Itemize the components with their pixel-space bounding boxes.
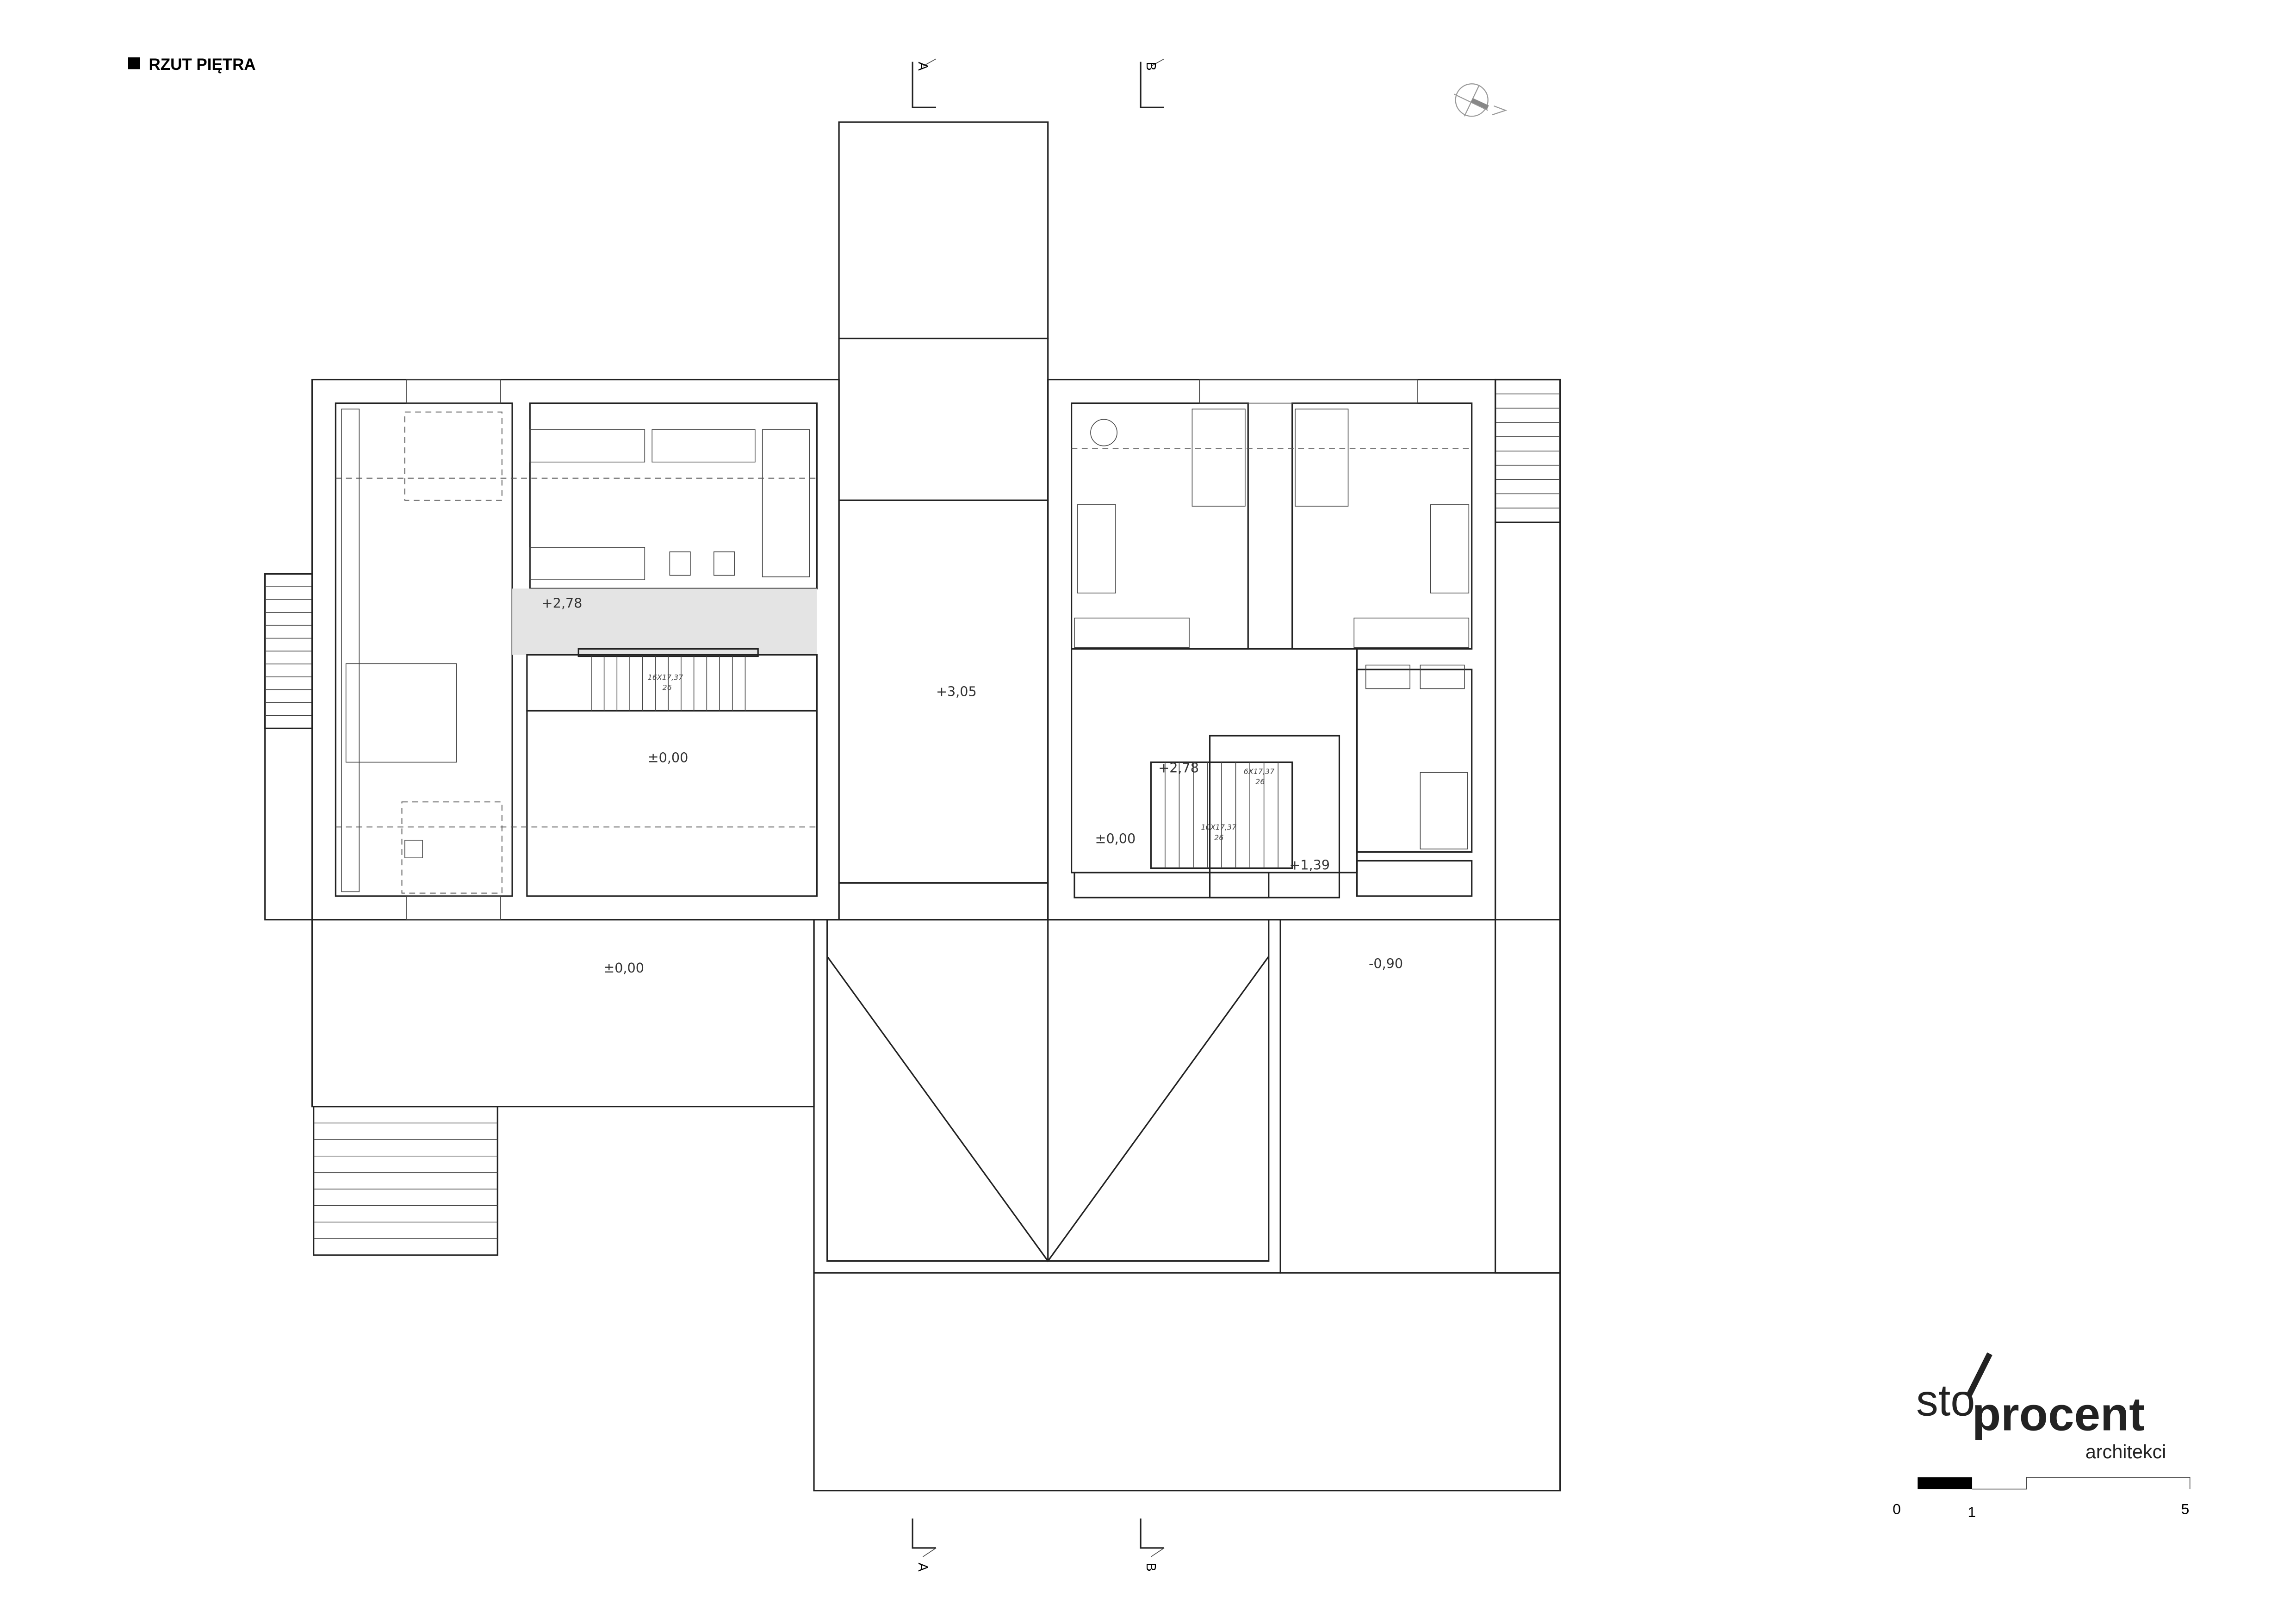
svg-text:A: A xyxy=(915,62,930,71)
svg-text:±0,00: ±0,00 xyxy=(603,960,644,976)
svg-text:procent: procent xyxy=(1972,1388,2145,1440)
svg-text:A: A xyxy=(915,1563,930,1572)
right-terrace-lower xyxy=(1279,919,1561,1274)
svg-text:1: 1 xyxy=(1967,1504,1976,1520)
left-terrace xyxy=(311,919,815,1108)
svg-text:architekci: architekci xyxy=(2085,1441,2166,1462)
roof-lower xyxy=(813,919,1281,1274)
bedroom-1 xyxy=(1071,402,1249,650)
svg-text:+1,39: +1,39 xyxy=(1289,857,1330,873)
exterior-stairs-left-bottom xyxy=(313,1106,498,1256)
svg-text:±0,00: ±0,00 xyxy=(648,750,689,765)
svg-text:+2,78: +2,78 xyxy=(1158,760,1199,776)
svg-text:26: 26 xyxy=(1214,833,1223,842)
svg-text:26: 26 xyxy=(1255,777,1265,786)
right-terrace xyxy=(1494,378,1561,1274)
svg-text:6X17,37: 6X17,37 xyxy=(1244,767,1275,776)
svg-text:-0,90: -0,90 xyxy=(1369,956,1403,972)
exterior-stairs-right xyxy=(1494,378,1561,523)
svg-text:sto: sto xyxy=(1916,1376,1975,1425)
bedroom-master xyxy=(335,402,513,897)
bottom-terrace xyxy=(813,1272,1561,1492)
logo: sto procent architekci xyxy=(1916,1352,2166,1462)
svg-text:10X17,37: 10X17,37 xyxy=(1201,823,1236,832)
svg-text:B: B xyxy=(1143,1563,1158,1572)
bedroom-2 xyxy=(1291,402,1473,650)
void-left xyxy=(526,710,818,897)
svg-text:+3,05: +3,05 xyxy=(936,683,977,699)
page-title: RZUT PIĘTRA xyxy=(149,56,255,74)
svg-text:5: 5 xyxy=(2181,1501,2190,1518)
bathroom-right xyxy=(1356,669,1473,853)
exterior-stairs-left xyxy=(264,573,313,729)
section-marker-b-top: B xyxy=(1140,58,1165,108)
wardrobe-bath xyxy=(529,402,818,589)
section-marker-a-top: A xyxy=(912,58,937,108)
svg-text:B: B xyxy=(1143,62,1158,71)
title-marker-icon xyxy=(128,57,140,69)
section-marker-b-bottom: B xyxy=(1140,1518,1165,1572)
svg-text:16X17,37: 16X17,37 xyxy=(648,673,683,681)
right-building xyxy=(1047,378,1496,921)
section-marker-a-bottom: A xyxy=(912,1518,937,1572)
north-arrow-icon xyxy=(1454,83,1508,117)
central-strip-top xyxy=(838,121,1049,340)
level-markers: +2,78 ±0,00 +3,05 ±0,00 -0,90 +2,78 ±0,0… xyxy=(542,595,1403,976)
svg-text:26: 26 xyxy=(662,683,671,692)
roof-upper xyxy=(838,337,1049,501)
svg-text:±0,00: ±0,00 xyxy=(1095,830,1136,846)
left-building xyxy=(311,378,840,921)
scale-bar: 0 1 5 xyxy=(1893,1477,2191,1520)
svg-text:0: 0 xyxy=(1893,1501,1901,1518)
hall-left xyxy=(512,588,817,655)
svg-text:+2,78: +2,78 xyxy=(542,595,583,611)
